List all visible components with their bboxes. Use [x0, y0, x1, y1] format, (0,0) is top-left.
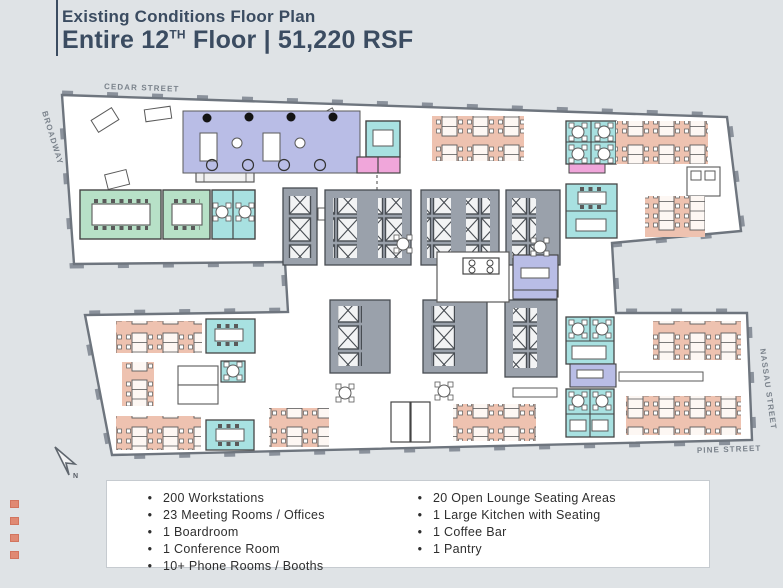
counter: [618, 371, 704, 382]
list-item: •1 Large Kitchen with Seating: [417, 508, 601, 522]
list-item: •200 Workstations: [147, 491, 265, 505]
games-tables: [177, 365, 219, 405]
phone-booths: [390, 401, 431, 443]
phone-booth-zone: [356, 156, 401, 174]
accent-square: [10, 551, 19, 559]
accent-square: [10, 517, 19, 525]
boardroom-zone: [79, 189, 162, 240]
workstation-desks: [122, 362, 154, 406]
workstation-desks: [645, 196, 705, 237]
conference-room-zone: [162, 189, 211, 240]
page-title: Entire 12TH Floor | 51,220 RSF: [62, 25, 414, 54]
workstation-desks: [269, 408, 329, 447]
floor-plan-svg: CEDAR STREET BROADWAY NASSAU STREET PINE…: [40, 82, 778, 480]
accent-square: [10, 500, 19, 508]
round-table: [434, 381, 454, 401]
accent-square: [10, 534, 19, 542]
summary-list-left: •200 Workstations •23 Meeting Rooms / Of…: [137, 491, 407, 576]
meeting-room-zone: [220, 360, 246, 383]
elevator-shafts: [288, 196, 537, 368]
workstation-desks: [453, 404, 536, 441]
meeting-room-zone: [205, 419, 255, 451]
round-table: [335, 383, 355, 403]
open-lounge-zone: [182, 110, 361, 174]
workstation-desks: [653, 321, 741, 360]
page-subtitle: Existing Conditions Floor Plan: [62, 7, 316, 26]
counter: [512, 387, 558, 398]
list-item: •1 Boardroom: [147, 525, 239, 539]
coffee-bar: [686, 166, 721, 197]
lounge-strip: [512, 289, 558, 300]
workstation-desks: [116, 416, 201, 450]
round-table: [393, 234, 413, 254]
meeting-room-zone: [565, 316, 615, 365]
street-label-nassau: NASSAU STREET: [758, 348, 778, 430]
list-item: •23 Meeting Rooms / Offices: [147, 508, 325, 522]
workstation-desks: [626, 396, 741, 435]
workstation-desks: [116, 321, 202, 353]
title-block: Existing Conditions Floor Plan Entire 12…: [62, 7, 413, 54]
street-label-cedar: CEDAR STREET: [104, 82, 180, 94]
list-item: •20 Open Lounge Seating Areas: [417, 491, 616, 505]
list-item: •10+ Phone Rooms / Booths: [147, 559, 324, 573]
phone-booth-zone: [568, 163, 606, 174]
floor-plan: CEDAR STREET BROADWAY NASSAU STREET PINE…: [40, 82, 778, 480]
street-label-pine: PINE STREET: [697, 444, 762, 455]
round-table: [530, 237, 550, 257]
list-item: •1 Conference Room: [147, 542, 280, 556]
meeting-room-zone: [365, 120, 401, 158]
meeting-room-zone: [565, 388, 615, 438]
meeting-room-zone: [565, 120, 617, 165]
program-summary-box: •200 Workstations •23 Meeting Rooms / Of…: [106, 480, 710, 573]
workstation-desks: [432, 116, 524, 161]
list-item: •1 Pantry: [417, 542, 482, 556]
meeting-room-zone: [565, 183, 618, 239]
svg-text:N: N: [73, 473, 78, 478]
meeting-room-zone: [205, 318, 256, 354]
lounge-strip: [569, 363, 617, 388]
summary-list-right: •20 Open Lounge Seating Areas •1 Large K…: [407, 491, 616, 576]
title-accent-bar: [56, 0, 58, 56]
accent-marks: [10, 500, 19, 568]
workstation-desks: [616, 121, 708, 164]
title-superscript: TH: [169, 27, 186, 42]
meeting-room-zone: [211, 189, 256, 240]
north-arrow-icon: N: [54, 446, 78, 480]
list-item: •1 Coffee Bar: [417, 525, 507, 539]
kitchen: [436, 251, 510, 303]
